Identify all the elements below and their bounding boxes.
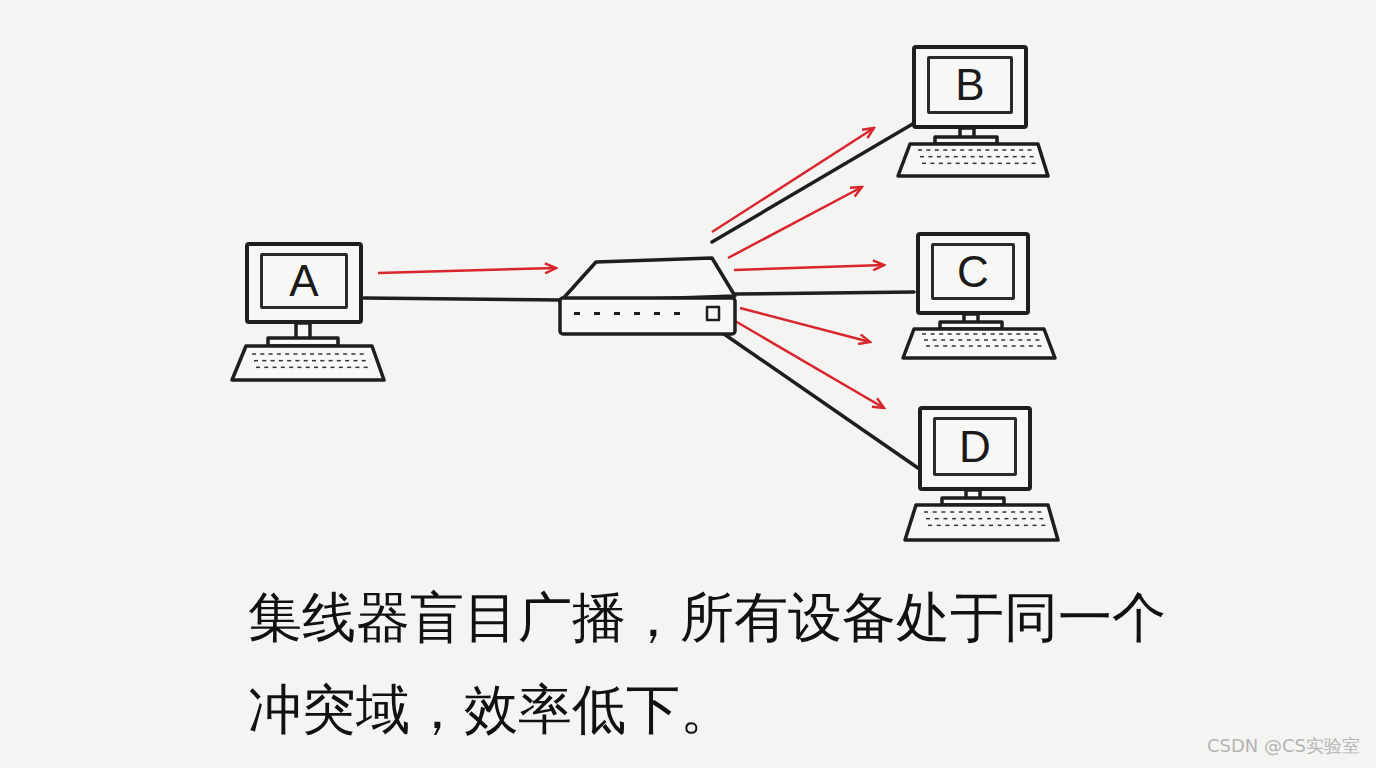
computer-monitor: A [245,242,363,324]
computer-label: A [289,259,318,303]
computer-label: C [957,250,989,294]
computer-monitor: D [918,406,1032,491]
computer-monitor: C [916,232,1030,315]
caption: 集线器盲目广播，所有设备处于同一个 冲突域，效率低下。 [248,572,1208,756]
hub-device [560,258,735,334]
keyboard-keys [252,150,1045,525]
monitor-screen: D [933,417,1017,476]
computer-monitor: B [912,45,1028,129]
watermark: CSDN @CS实验室 [1207,734,1360,758]
monitor-screen: C [931,243,1015,300]
monitor-screen: B [927,56,1013,114]
cables [364,122,918,468]
watermark-text: CSDN @CS实验室 [1207,735,1360,756]
monitor-screen: A [260,253,348,309]
hub-leds [574,312,680,315]
broadcast-arrows [378,128,884,408]
computer-label: B [955,63,984,107]
computer-label: D [959,425,991,469]
computer-bases [232,128,1058,540]
